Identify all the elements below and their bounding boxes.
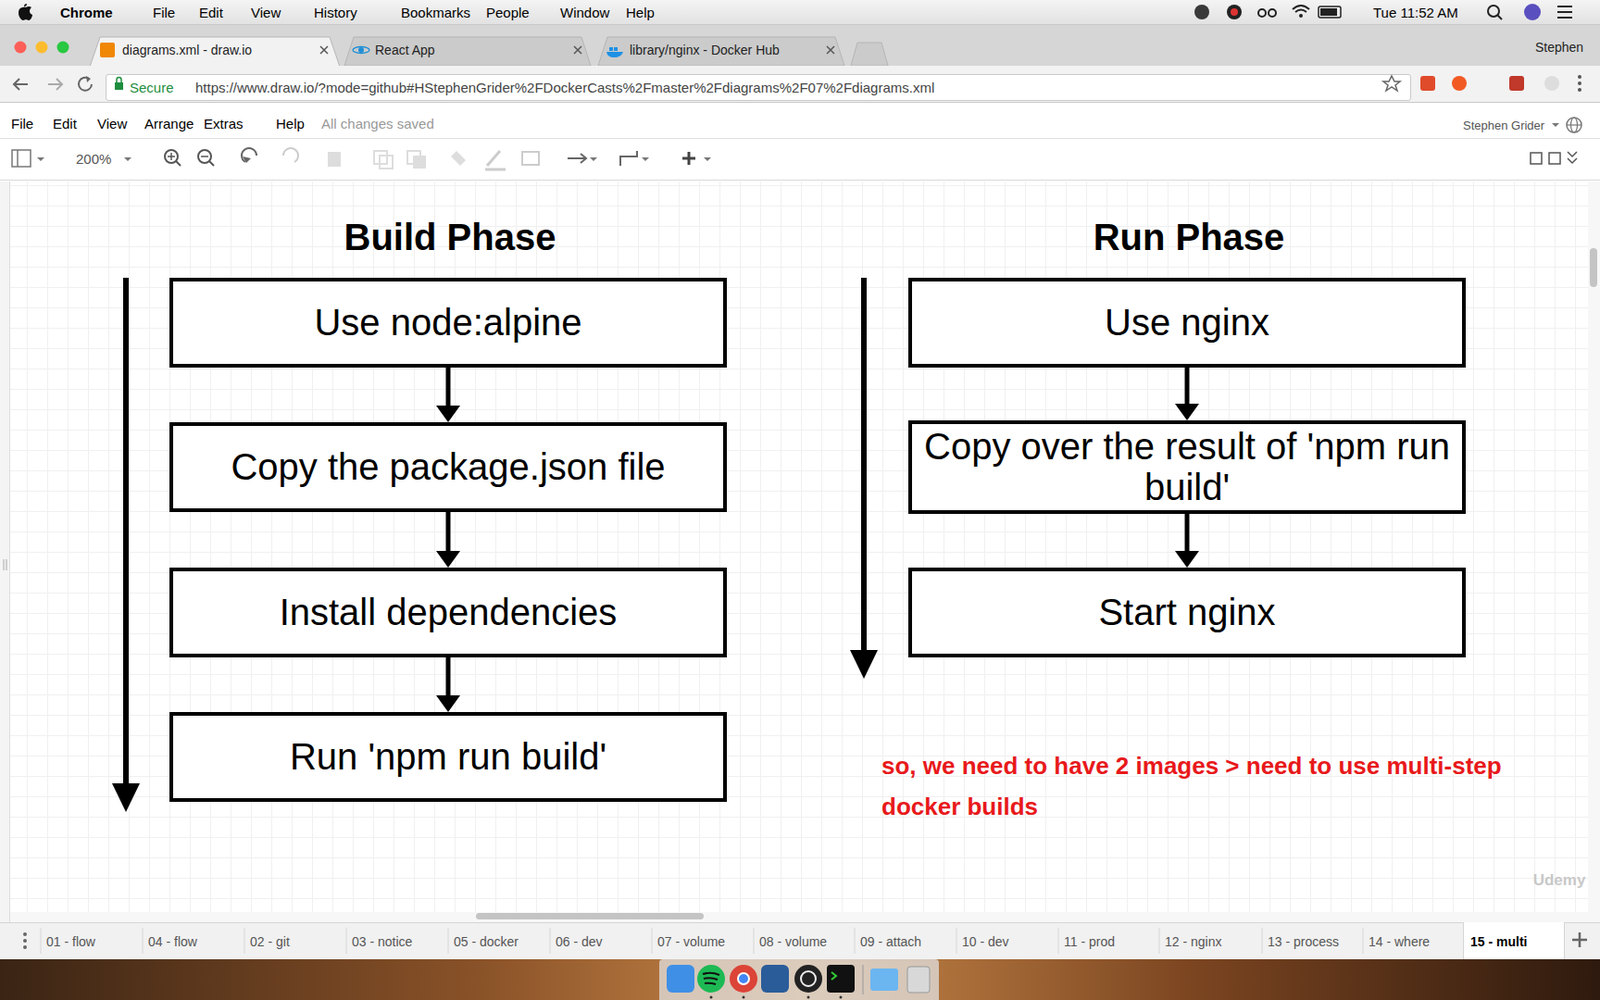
ui-text: 05 - docker: [453, 934, 519, 950]
ui-text: 09 - attach: [860, 934, 922, 950]
ui-text: Stephen Grider: [1462, 118, 1545, 133]
ui-text: View: [250, 4, 281, 21]
ui-text: https://www.draw.io/?mode=github#HStephe…: [195, 79, 935, 96]
arrow-head: [436, 550, 461, 568]
box-label: Use node:alpine: [313, 302, 582, 343]
flow-arrow: [446, 512, 451, 553]
process-box: Use nginx: [908, 277, 1466, 368]
box-label: Install dependencies: [279, 592, 618, 633]
flow-arrow: [446, 657, 451, 698]
ui-text: View: [97, 115, 127, 132]
ui-text: All changes saved: [321, 115, 435, 132]
arrow-head: [436, 405, 461, 423]
drawio-toolbar-icons: [0, 137, 1600, 181]
ui-text: Extras: [203, 115, 244, 132]
ui-text: Edit: [52, 115, 77, 132]
process-box: Run 'npm run build': [169, 712, 727, 802]
process-box: Copy the package.json file: [169, 422, 727, 513]
process-box: Copy over the result of 'npm run build': [908, 420, 1466, 514]
ui-text: Chrome: [60, 4, 113, 21]
ui-text: 15 - multi: [1470, 934, 1527, 950]
ui-text: File: [11, 115, 34, 132]
arrow-head: [1175, 550, 1200, 568]
arrow-head: [436, 695, 461, 713]
ui-text: 13 - process: [1267, 934, 1339, 950]
ui-text: 06 - dev: [555, 934, 603, 950]
sidebar-strip: [0, 181, 11, 923]
box-label: Copy over the result of 'npm run build': [921, 426, 1453, 507]
box-label: Run 'npm run build': [289, 737, 607, 777]
ui-text: Stephen: [1535, 39, 1584, 55]
menu-bar-icons: [0, 0, 1600, 25]
flow-arrow: [1185, 367, 1190, 406]
mac-menu-bar: [0, 0, 1600, 25]
ui-text: Bookmarks: [400, 4, 471, 21]
box-label: Start nginx: [1098, 592, 1275, 633]
box-label: Copy the package.json file: [230, 447, 665, 488]
ui-text: 12 - nginx: [1164, 934, 1222, 950]
ui-text: 08 - volume: [759, 934, 827, 950]
dock-icons: [659, 959, 939, 1000]
ui-text: 03 - notice: [351, 934, 413, 950]
scroll-thumb: [475, 912, 704, 920]
ui-text: Secure: [129, 79, 175, 96]
ui-text: 10 - dev: [962, 934, 1010, 950]
ui-text: 11 - prod: [1063, 934, 1115, 950]
ui-text: 01 - flow: [46, 934, 96, 950]
sidebar-grip: [0, 555, 11, 575]
ui-text: People: [486, 4, 530, 21]
ui-text: File: [152, 4, 175, 21]
box-label: Use nginx: [1104, 302, 1270, 343]
drawio-toolbar: [0, 137, 1600, 181]
ui-text: 07 - volume: [657, 934, 725, 950]
flow-arrow: [1185, 513, 1190, 553]
ui-text: React App: [375, 42, 436, 58]
ui-text: Edit: [199, 4, 224, 21]
ui-text: 04 - flow: [148, 934, 198, 950]
ui-text: Tue 11:52 AM: [1373, 4, 1459, 21]
phase-heading: Run Phase: [1093, 216, 1286, 259]
process-box: Install dependencies: [169, 567, 727, 658]
ui-text: library/nginx - Docker Hub: [629, 42, 780, 58]
horizontal-scrollbar: [10, 912, 1588, 923]
ui-text: Arrange: [144, 115, 194, 132]
ui-text: Udemy: [1533, 871, 1587, 890]
ui-text: 02 - git: [250, 934, 290, 950]
process-box: Use node:alpine: [169, 277, 727, 368]
ui-text: 14 - where: [1368, 934, 1430, 950]
phase-heading: Build Phase: [344, 216, 557, 259]
vertical-scrollbar: [1587, 181, 1600, 923]
ui-text: diagrams.xml - draw.io: [122, 42, 252, 58]
arrow-head: [1175, 403, 1200, 421]
ui-text: History: [313, 4, 358, 21]
process-box: Start nginx: [908, 567, 1466, 658]
annotation-note: so, we need to have 2 images > need to u…: [881, 745, 1586, 827]
ui-text: Help: [625, 4, 655, 21]
ui-text: Window: [560, 4, 610, 21]
flow-arrow: [446, 367, 451, 408]
ui-text: 200%: [75, 150, 112, 167]
ui-text: Help: [275, 115, 305, 132]
scroll-thumb: [1589, 248, 1598, 288]
